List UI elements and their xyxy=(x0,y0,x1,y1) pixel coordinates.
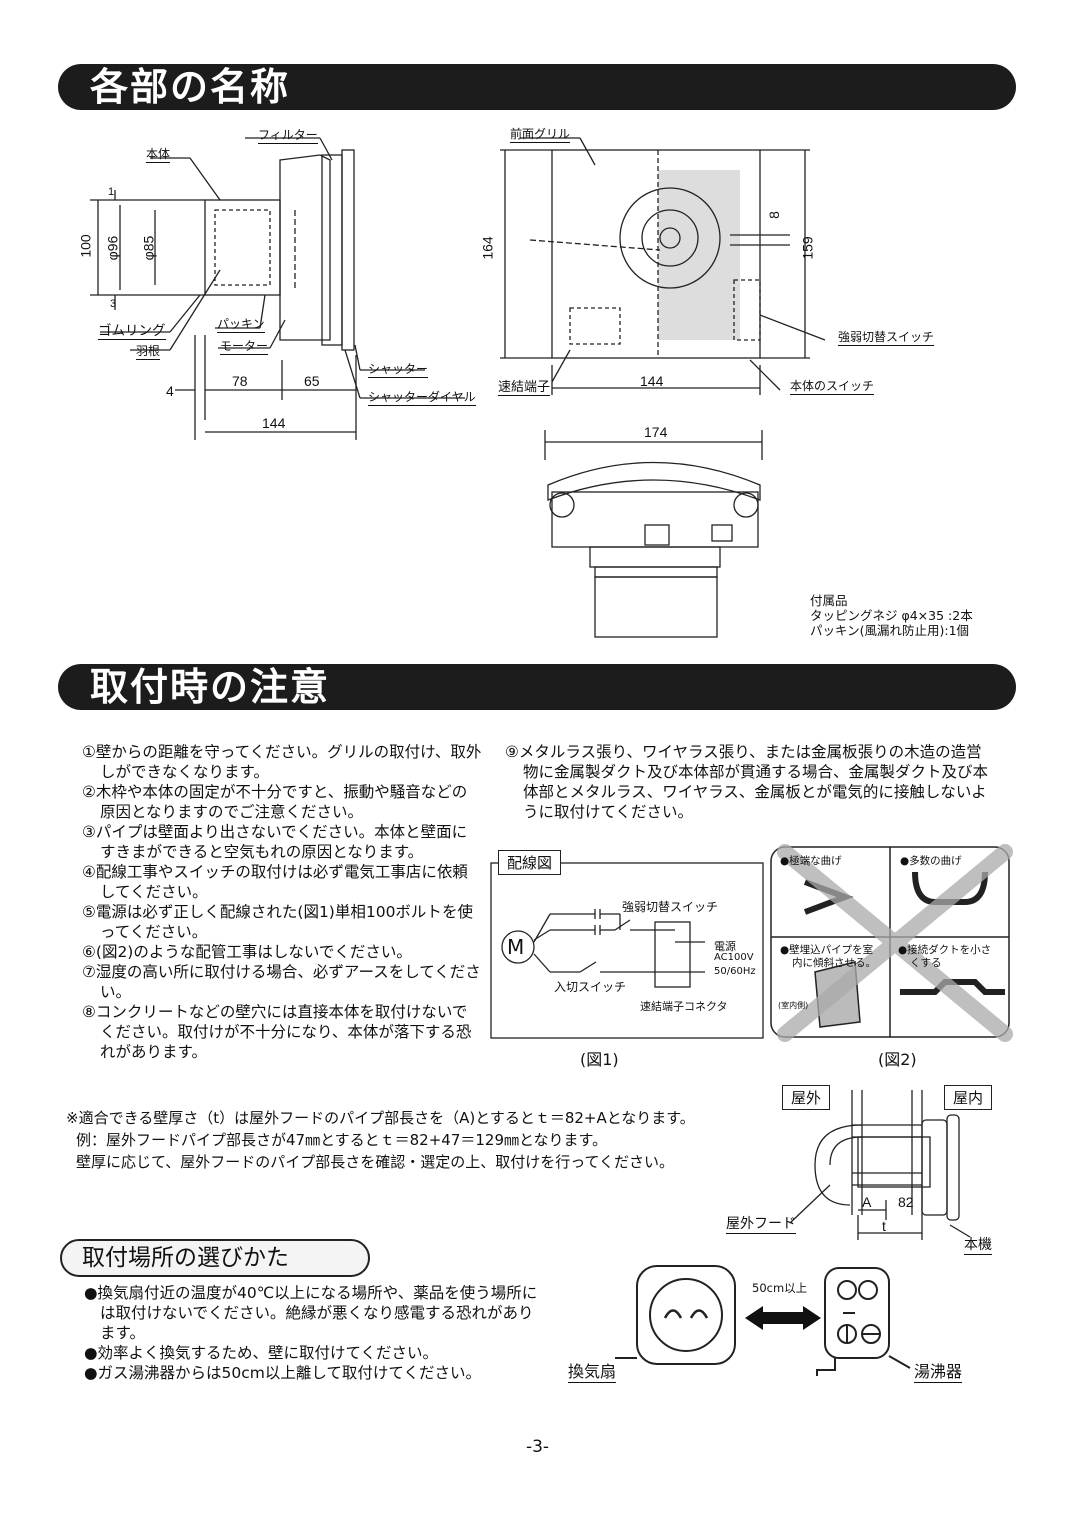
label-outdoor: 屋外 xyxy=(782,1085,831,1110)
dim-78: 78 xyxy=(232,373,248,389)
dim-144-front: 144 xyxy=(640,373,664,389)
place-item: ●ガス湯沸器からは50cm以上離して取付けてください。 xyxy=(84,1364,481,1382)
caution-item: ⑥(図2)のような配管工事はしないでください。 xyxy=(82,943,412,961)
fig2-caption: (図2) xyxy=(878,1050,917,1069)
fig1-caption: (図1) xyxy=(580,1050,619,1069)
wiring-on-off: 入切スイッチ xyxy=(554,980,627,994)
caution-item: ⑦湿度の高い所に取付ける場合、必ずアースをしてください。 xyxy=(82,963,481,1001)
dim-144-side: 144 xyxy=(262,415,286,431)
caution-item: ①壁からの距離を守ってください。グリルの取付け、取外しができなくなります。 xyxy=(82,743,482,781)
distance-label: 50cm以上 xyxy=(752,1281,808,1295)
fig2-many-bends: ●多数の曲げ xyxy=(900,855,962,867)
accessories-note: 付属品 タッピングネジ φ4×35 :2本 パッキン(風漏れ防止用):1個 xyxy=(810,593,973,638)
caution-item: ⑤電源は必ず正しく配線された(図1)単相100ボルトを使ってください。 xyxy=(82,903,473,941)
section-title-caution: 取付時の注意 xyxy=(58,664,1016,710)
caution-list: ①壁からの距離を守ってください。グリルの取付け、取外しができなくなります。 ②木… xyxy=(82,742,482,1062)
dim-8: 8 xyxy=(765,211,782,219)
fig2-small-duct-b: くする xyxy=(910,957,942,969)
dim-159: 159 xyxy=(799,236,816,260)
caution-item: ③パイプは壁面より出さないでください。本体と壁面にすきまができると空気もれの原因… xyxy=(82,823,468,861)
wiring-hz: 50/60Hz xyxy=(714,966,756,977)
dim-3: 3 xyxy=(110,298,117,310)
top-view-drawing xyxy=(544,430,763,638)
place-item: ●効率よく換気するため、壁に取付けてください。 xyxy=(84,1344,439,1362)
section-title-parts: 各部の名称 xyxy=(58,64,1016,110)
motor-symbol: M xyxy=(507,935,525,959)
dim-174: 174 xyxy=(644,424,668,440)
wiring-power: 電源 xyxy=(714,940,736,953)
dim-a: A xyxy=(862,1194,872,1210)
fig2-small-duct-a: ●接続ダクトを小さ xyxy=(898,944,992,956)
dim-1: 1 xyxy=(108,186,115,198)
label-water-heater: 湯沸器 xyxy=(914,1358,963,1383)
dim-65: 65 xyxy=(304,373,320,389)
accessories-line2: パッキン(風漏れ防止用):1個 xyxy=(810,623,970,638)
label-body-switch: 本体のスイッチ xyxy=(790,379,875,395)
wall-note-line: 壁厚に応じて、屋外フードのパイプ部長さを確認・選定の上、取付けを行ってください。 xyxy=(76,1153,675,1171)
caution-item: ⑧コンクリートなどの壁穴には直接本体を取付けないでください。取付けが不十分になり… xyxy=(82,1003,472,1061)
label-filter: フィルター xyxy=(258,128,318,144)
accessories-title: 付属品 xyxy=(810,593,848,608)
dim-100: 100 xyxy=(77,234,94,258)
caution-item: ②木枠や本体の固定が不十分ですと、振動や騒音などの原因となりますのでご注意くださ… xyxy=(82,783,468,821)
section-title-place: 取付場所の選びかた xyxy=(60,1239,370,1277)
label-blade: 羽根 xyxy=(136,344,161,360)
fig2-prohibited-piping xyxy=(770,844,1013,1042)
label-packing: パッキン xyxy=(217,317,265,333)
wall-note-line: ※適合できる壁厚さ（t）は屋外フードのパイプ部長さを（A)とするとｔ＝82+Aと… xyxy=(66,1109,695,1127)
label-quick-terminal: 速結端子 xyxy=(498,376,551,396)
label-motor: モーター xyxy=(220,339,269,355)
wall-note-line: 例：屋外フードパイプ部長さが47㎜とするとｔ＝82+47＝129㎜となります。 xyxy=(76,1131,608,1149)
wall-install-figure xyxy=(789,1090,971,1240)
dim-164: 164 xyxy=(479,236,496,260)
label-strong-weak-switch: 強弱切替スイッチ xyxy=(838,330,935,346)
caution-right: ⑨メタルラス張り、ワイヤラス張り、または金属板張りの木造の造営物に金属製ダクト及… xyxy=(505,742,995,822)
fig2-inclined-a: ●壁埋込パイプを室 xyxy=(780,944,874,956)
label-indoor: 屋内 xyxy=(944,1085,993,1110)
label-body: 本体 xyxy=(146,147,171,163)
label-shutter-dial: シャッターダイヤル xyxy=(368,390,476,406)
place-item: ●換気扇付近の温度が40℃以上になる場所や、薬品を使う場所には取付けないでくださ… xyxy=(84,1284,538,1342)
fig2-inclined-b: 内に傾斜させる。 xyxy=(792,957,876,969)
label-fan: 換気扇 xyxy=(568,1358,617,1383)
caution-item: ④配線工事やスイッチの取付けは必ず電気工事店に依頼してください。 xyxy=(82,863,468,901)
caution-item-9: ⑨メタルラス張り、ワイヤラス張り、または金属板張りの木造の造営物に金属製ダクト及… xyxy=(505,743,989,821)
page-number: -3- xyxy=(525,1437,550,1457)
dim-82: 82 xyxy=(898,1194,914,1210)
label-front-grille: 前面グリル xyxy=(510,127,571,143)
wall-thickness-note: ※適合できる壁厚さ（t）は屋外フードのパイプ部長さを（A)とするとｔ＝82+Aと… xyxy=(66,1107,695,1173)
side-view-drawing xyxy=(90,137,465,440)
distance-figure xyxy=(615,1265,911,1376)
wiring-strong-weak: 強弱切替スイッチ xyxy=(622,900,719,914)
fig2-indoor-side: (室内側) xyxy=(778,1001,809,1010)
dim-t: t xyxy=(882,1218,886,1234)
wiring-ac: AC100V xyxy=(714,952,754,963)
fig2-extreme-bend: ●極端な曲げ xyxy=(780,855,842,867)
label-rubber-ring: ゴムリング xyxy=(98,319,166,340)
label-unit: 本機 xyxy=(964,1234,992,1255)
label-outdoor-hood: 屋外フード xyxy=(726,1213,796,1234)
wiring-diagram xyxy=(490,862,764,1039)
dim-4: 4 xyxy=(166,383,174,399)
place-list: ●換気扇付近の温度が40℃以上になる場所や、薬品を使う場所には取付けないでくださ… xyxy=(84,1283,544,1383)
label-shutter: シャッター xyxy=(368,362,429,378)
wiring-connector: 速結端子コネクタ xyxy=(640,1000,728,1013)
wiring-title: 配線図 xyxy=(498,850,562,875)
dim-96: φ96 xyxy=(104,235,121,261)
dim-85: φ85 xyxy=(140,235,157,261)
accessories-line1: タッピングネジ φ4×35 :2本 xyxy=(810,608,973,623)
front-view-drawing xyxy=(500,137,826,395)
